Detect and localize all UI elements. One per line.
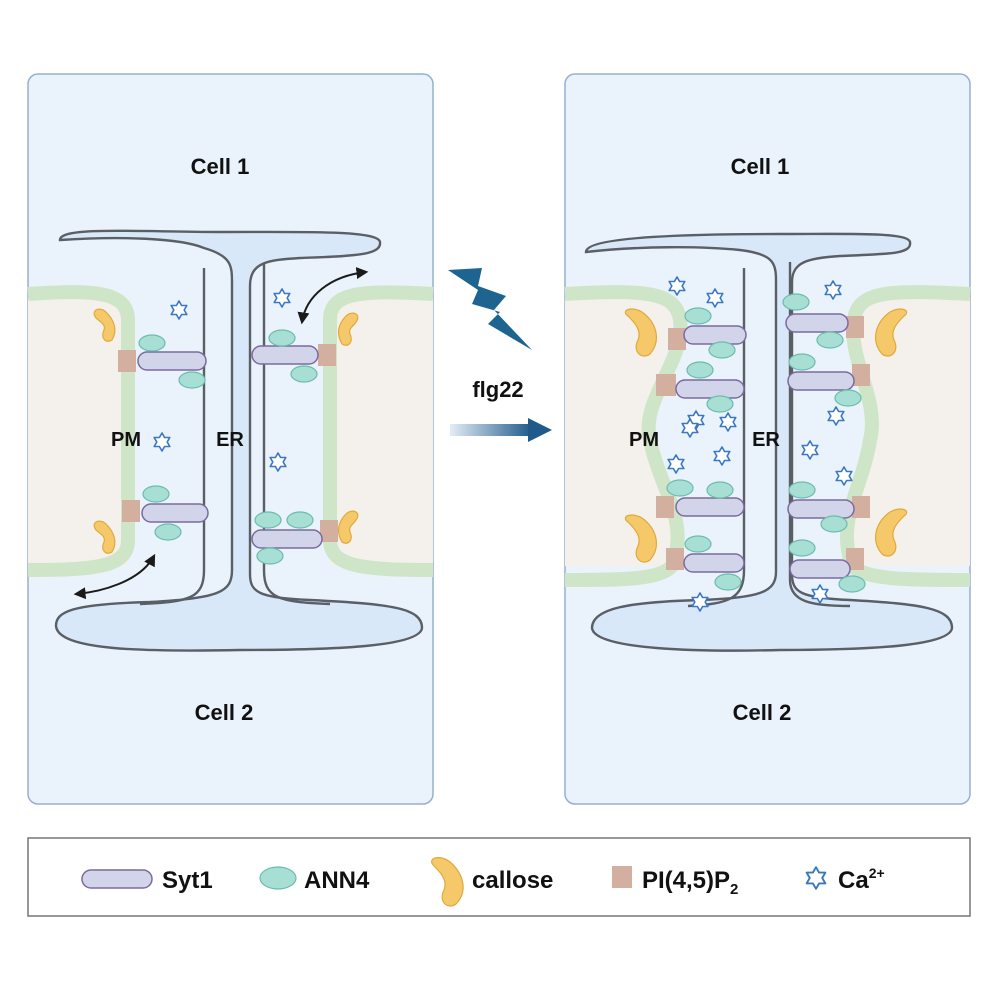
pore-wall-left — [139, 268, 206, 606]
legend-item-calcium: Ca2+ — [805, 865, 885, 894]
cell-wall-right — [850, 298, 970, 566]
legend-label: ANN4 — [304, 867, 370, 894]
label-cell-2: Cell 2 — [195, 700, 254, 725]
legend-label: PI(4,5)P2 — [642, 867, 738, 898]
label-pm: PM — [629, 429, 659, 451]
endoplasmic-reticulum — [54, 229, 424, 652]
label-er: ER — [752, 429, 780, 451]
stimulus: flg22 — [448, 268, 552, 442]
legend-label: Ca2+ — [838, 865, 885, 894]
pore-wall-right — [788, 262, 851, 608]
movement-arrow-bottom — [73, 553, 156, 600]
cell-wall-left — [28, 298, 128, 566]
ann4-proteins — [666, 293, 866, 593]
lightning-icon — [448, 268, 532, 350]
label-cell-1: Cell 1 — [191, 154, 250, 179]
legend-label: callose — [472, 867, 553, 894]
movement-arrow-top — [297, 267, 369, 325]
legend-label: Syt1 — [162, 867, 213, 894]
ann4-proteins — [138, 329, 318, 565]
pip2-square-icon — [612, 866, 632, 888]
label-pm: PM — [111, 429, 141, 451]
pip2-domains — [118, 344, 338, 542]
legend: Syt1 ANN4 callose PI(4,5)P2 Ca2+ — [27, 837, 971, 917]
label-cell-1: Cell 1 — [731, 154, 790, 179]
legend-item-syt1: Syt1 — [81, 867, 213, 894]
label-cell-2: Cell 2 — [733, 700, 792, 725]
endoplasmic-reticulum — [584, 232, 954, 652]
legend-item-callose: callose — [431, 857, 553, 907]
syt1-proteins — [675, 313, 855, 579]
pore-wall-right — [262, 264, 331, 606]
pip2-label-main: PI(4,5)P — [642, 867, 730, 894]
callose-crescent-icon — [431, 857, 464, 907]
treatment-arrow — [450, 418, 552, 442]
label-er: ER — [216, 429, 244, 451]
cell-wall-left — [565, 298, 676, 566]
ann4-ellipse-icon — [259, 866, 297, 890]
stimulus-label: flg22 — [472, 377, 523, 402]
calcium-label-main: Ca — [838, 867, 869, 894]
calcium-label-superscript: 2+ — [869, 865, 885, 881]
callose-deposits — [624, 308, 908, 563]
plasma-membrane — [564, 285, 971, 587]
syt1-capsule-icon — [81, 869, 153, 889]
pip2-domains — [656, 316, 870, 570]
panel-resting: Cell 1 Cell 2 PM ER — [27, 73, 434, 805]
panel-treated: Cell 1 Cell 2 PM ER — [564, 73, 971, 805]
legend-item-pip2: PI(4,5)P2 — [612, 866, 738, 898]
pip2-label-subscript: 2 — [730, 881, 738, 898]
legend-item-ann4: ANN4 — [259, 866, 370, 894]
